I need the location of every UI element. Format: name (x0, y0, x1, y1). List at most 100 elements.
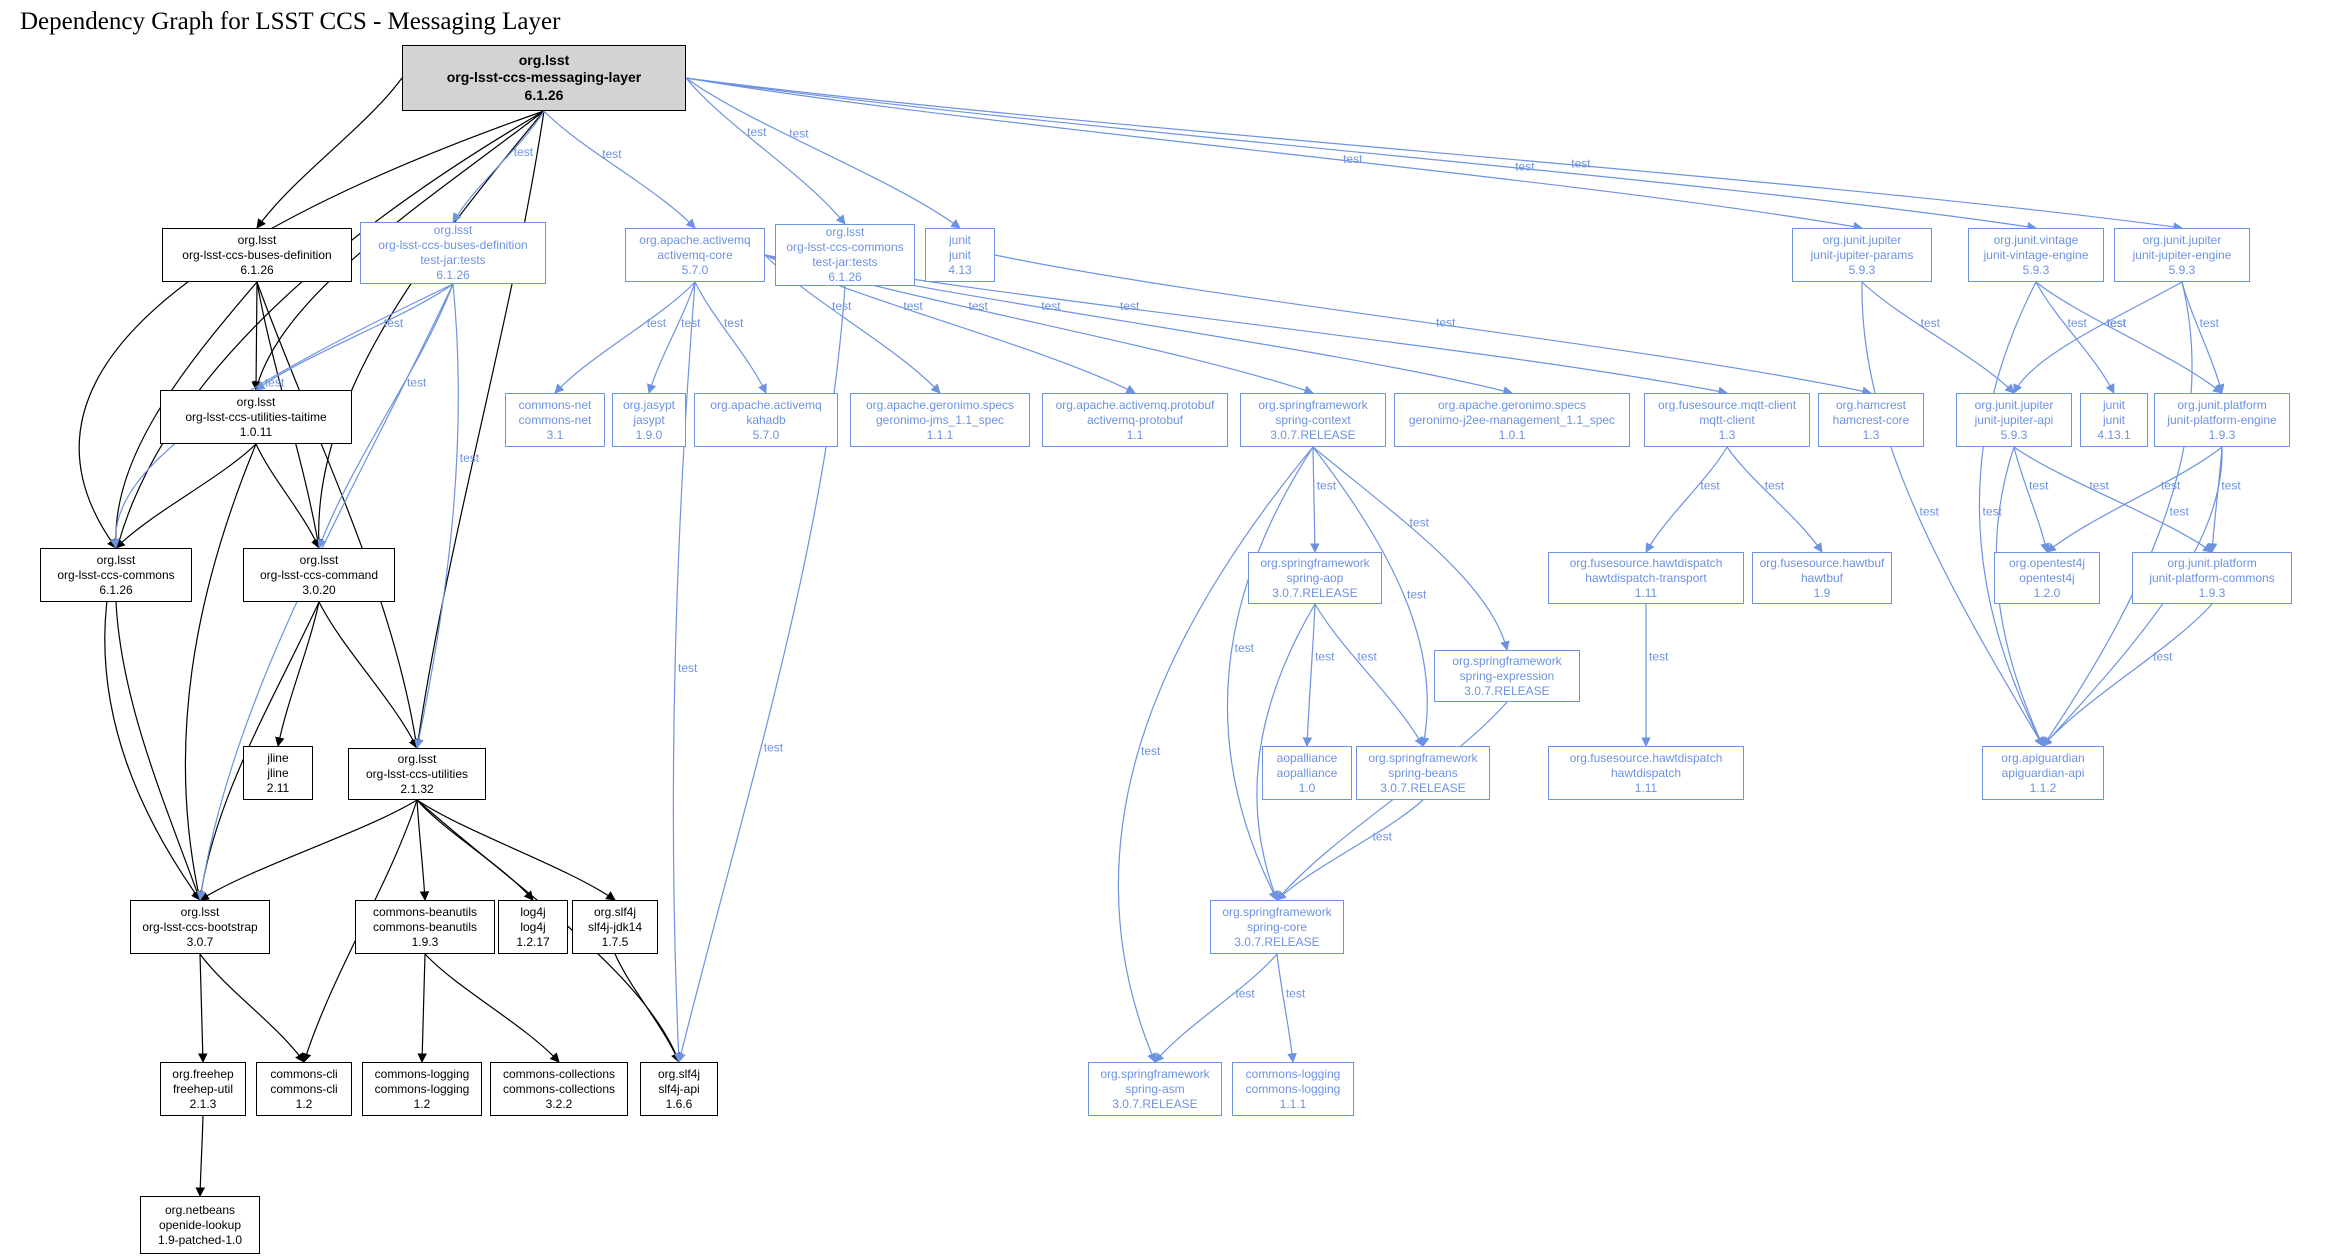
edge-test-label: test (1235, 641, 1255, 655)
node-label-line: org.junit.jupiter (1822, 232, 1902, 247)
edge-test-label: test (2221, 479, 2241, 493)
node-label-line: org.apache.activemq.protobuf (1055, 397, 1215, 412)
edge-test-label: test (678, 661, 698, 675)
edge-spring-core-to-spring-asm (1154, 953, 1278, 1063)
node-label-line: 2.1.32 (400, 781, 434, 796)
edge-messaging-layer-to-buses-definition-tests (452, 110, 545, 223)
edge-spring-context-to-spring-expression (1312, 446, 1510, 651)
node-label-line: 5.9.3 (2022, 262, 2050, 277)
node-label-line: geronimo-jms_1.1_spec (875, 412, 1005, 427)
edge-test-label: test (1041, 299, 1061, 313)
node-label-line: org.apache.activemq (710, 397, 822, 412)
edge-test-label: test (1141, 744, 1161, 758)
node-label-line: 1.0.11 (239, 424, 273, 439)
node-label-line: 1.1.1 (926, 427, 954, 442)
node-label-line: 1.2 (413, 1096, 431, 1111)
edge-jupiter-api-to-platform-commons (2013, 446, 2213, 553)
node-label-line: org.lsst (237, 232, 277, 247)
edge-test-label: test (724, 316, 744, 330)
node-label-line: org.springframework (1452, 653, 1562, 668)
edge-ccs-utilities-to-bootstrap (199, 799, 418, 901)
edge-test-label: test (1765, 479, 1785, 493)
node-label-line: slf4j-api (658, 1081, 700, 1096)
edge-taitime-to-ccs-commons (115, 443, 257, 549)
node-label-line: org.fusesource.mqtt-client (1657, 397, 1797, 412)
edge-messaging-layer-to-jupiter-engine (685, 77, 2183, 232)
edge-test-label: test (1373, 830, 1393, 844)
node-label-line: spring-aop (1286, 570, 1344, 585)
edge-freehep-util-to-openide-lookup (195, 1115, 206, 1197)
edge-junit-413-to-hamcrest-core (994, 254, 1872, 396)
node-label-line: junit (948, 232, 971, 247)
node-label-line: hawtdispatch (1610, 765, 1682, 780)
node-label-line: 5.9.3 (1848, 262, 1876, 277)
node-label-line: 1.3 (1718, 427, 1736, 442)
edge-spring-beans-to-spring-core (1276, 799, 1424, 901)
node-label-line: 5.7.0 (681, 262, 709, 277)
edge-ccs-command-to-ccs-utilities (318, 601, 418, 749)
node-label-line: org-lsst-ccs-commons (57, 567, 175, 582)
node-label-line: 5.9.3 (2168, 262, 2196, 277)
node-label-line: 3.0.7 (186, 934, 214, 949)
node-label-line: org.jasypt (622, 397, 676, 412)
node-label-line: 4.13.1 (2097, 427, 2131, 442)
edge-buses-definition-tests-to-taitime (255, 283, 454, 391)
node-label-line: org.freehep (172, 1066, 234, 1081)
edge-test-label: test (2029, 479, 2049, 493)
node-label-line: junit-jupiter-api (1974, 412, 2054, 427)
node-label-line: 1.9.3 (2198, 585, 2226, 600)
edge-ccs-command-to-jline (275, 601, 320, 747)
node-label-line: org.lsst (180, 904, 220, 919)
node-label-line: junit (948, 247, 971, 262)
node-label-line: 1.0.1 (1498, 427, 1526, 442)
edge-spring-context-to-spring-beans (1312, 446, 1430, 747)
node-label-line: org.netbeans (164, 1202, 236, 1217)
node-label-line: 6.1.26 (99, 582, 133, 597)
node-label-line: commons-collections (502, 1081, 616, 1096)
node-label-line: opentest4j (2019, 570, 2075, 585)
node-label-line: org-lsst-ccs-commons (786, 240, 904, 254)
node-label-line: org.fusesource.hawtdispatch (1569, 555, 1723, 570)
node-label-line: org.lsst (397, 751, 437, 766)
edge-test-label: test (747, 125, 767, 139)
node-label-line: org-lsst-ccs-utilities (365, 766, 468, 781)
edge-jupiter-api-to-opentest4j (2013, 446, 2050, 553)
edge-messaging-layer-to-buses-definition (256, 77, 403, 229)
edge-test-label: test (1983, 504, 2003, 518)
node-label-line: hawtbuf (1800, 570, 1844, 585)
node-label-line: org.junit.vintage (1993, 232, 2079, 247)
node-label-line: mqtt-client (1699, 412, 1755, 427)
node-label-line: org.hamcrest (1835, 397, 1907, 412)
node-label-line: test-jar:tests (812, 255, 878, 269)
node-label-line: 5.9.3 (2000, 427, 2028, 442)
edge-spring-expression-to-spring-core (1276, 701, 1508, 901)
node-label-line: junit (2102, 412, 2125, 427)
node-label-line: aopalliance (1276, 765, 1338, 780)
node-label-line: org.springframework (1260, 555, 1370, 570)
node-label-line: spring-expression (1459, 668, 1555, 683)
edge-test-label: test (1358, 649, 1378, 663)
node-label-line: org-lsst-ccs-buses-definition (378, 238, 528, 252)
edge-platform-commons-to-apiguardian (2042, 603, 2213, 747)
node-label-line: org.springframework (1368, 750, 1478, 765)
edge-buses-definition-to-ccs-utilities (256, 281, 421, 749)
node-label-line: org.opentest4j (2008, 555, 2086, 570)
